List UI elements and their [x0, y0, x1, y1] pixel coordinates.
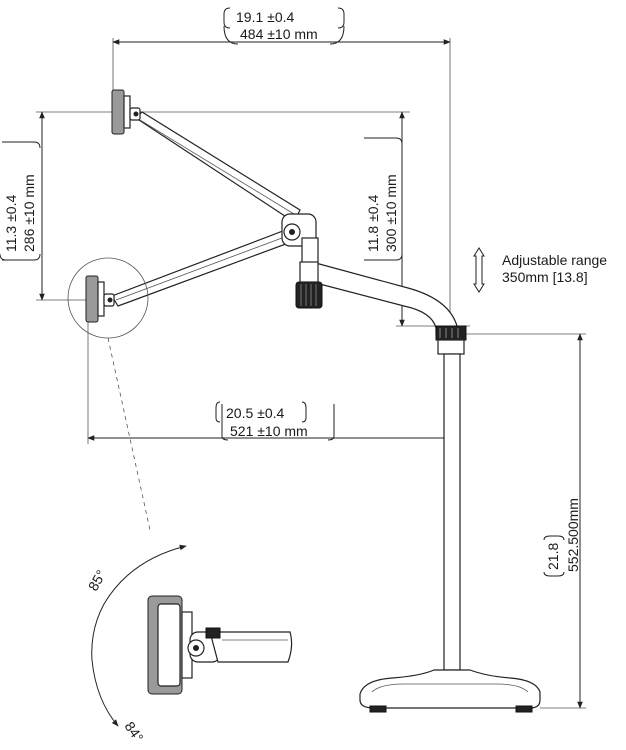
knob-neck	[299, 261, 319, 283]
pole-mount-block	[301, 237, 319, 265]
bottom-width-mm: 521 ±10 mm	[230, 423, 308, 439]
vesa-plate-top-body	[111, 89, 125, 135]
top-width-mm: 484 ±10 mm	[240, 26, 318, 42]
vesa-plate-bottom-body	[85, 275, 99, 323]
upper-arm-raised	[135, 111, 301, 223]
adjustable-range-value: 350mm [13.8]	[502, 269, 588, 285]
vesa-plate-bottom-face	[97, 281, 105, 317]
adjustable-range-label: Adjustable range	[502, 252, 607, 268]
base-foot-right	[515, 705, 533, 713]
arm-height-paren-right	[2, 141, 41, 149]
pole-height-bracket-right	[543, 535, 565, 541]
vesa-plate-top	[111, 89, 141, 135]
adjustable-range-double-arrow-icon	[473, 247, 485, 293]
arm-height-paren-left	[2, 253, 41, 261]
pole-height-inch: 21.8	[545, 543, 561, 570]
top-width-bracket-right	[337, 7, 345, 29]
tilt-down-angle: 84°	[122, 719, 147, 746]
tilt-detail-view: 85° 84°	[85, 544, 293, 746]
detail-hinge-bolt-icon	[193, 645, 199, 651]
top-width-dimension: 19.1 ±0.4 484 ±10 mm	[112, 7, 451, 440]
mount-height-paren-right	[364, 137, 403, 145]
vesa-plate-top-face	[123, 95, 131, 129]
floor-stand	[311, 261, 541, 713]
base-foot-left	[369, 705, 387, 713]
arm-height-inch: 11.3 ±0.4	[3, 195, 19, 252]
bottom-width-inch: 20.5 ±0.4	[226, 405, 284, 421]
pole	[443, 353, 461, 671]
adjustable-range: Adjustable range 350mm [13.8]	[473, 247, 607, 293]
vesa-tilt-top-bolt-icon	[133, 111, 139, 117]
bottom-width-bracket-left	[215, 401, 221, 423]
arm-height-bracket	[0, 253, 7, 261]
stand-horizontal-arm	[311, 261, 459, 335]
mount-height-inch: 11.8 ±0.4	[365, 195, 381, 252]
stand-base-inner-line	[371, 683, 529, 693]
stand-base	[359, 669, 541, 709]
pole-upper-sleeve	[437, 339, 465, 355]
bottom-width-bracket-right	[301, 401, 307, 423]
vesa-plate-bottom	[85, 275, 115, 323]
tilt-up-angle: 85°	[85, 567, 109, 593]
top-width-inch: 19.1 ±0.4	[236, 9, 294, 25]
height-lock-knob	[295, 281, 323, 309]
detail-arm-clamp	[205, 627, 221, 639]
top-width-paren-left	[223, 25, 239, 45]
bottom-width-dimension: 20.5 ±0.4 521 ±10 mm	[87, 300, 451, 444]
pole-height-bracket-left	[543, 571, 565, 577]
vesa-tilt-bottom-bolt-icon	[107, 297, 113, 303]
arm-height-dimension: 11.3 ±0.4 286 ±10 mm	[0, 111, 410, 301]
bottom-width-paren-right	[327, 404, 335, 441]
pole-height-dimension: 21.8 552.500mm	[466, 333, 586, 709]
tilt-range-arc	[91, 544, 187, 727]
arm-height-mm: 286 ±10 mm	[21, 174, 37, 252]
detail-plate-inner	[157, 603, 181, 687]
mount-height-paren-left	[364, 253, 403, 261]
bottom-width-paren-left	[221, 404, 229, 441]
mount-height-mm: 300 ±10 mm	[383, 174, 399, 252]
top-width-paren-right	[329, 25, 345, 45]
pole-height-mm: 552.500mm	[565, 498, 581, 572]
elbow-pivot-bolt-icon	[289, 229, 295, 235]
top-width-bracket-left	[223, 7, 231, 29]
detail-callout-leader	[107, 337, 151, 531]
monitor-arms	[111, 111, 323, 309]
detail-arm-stub	[209, 631, 293, 663]
